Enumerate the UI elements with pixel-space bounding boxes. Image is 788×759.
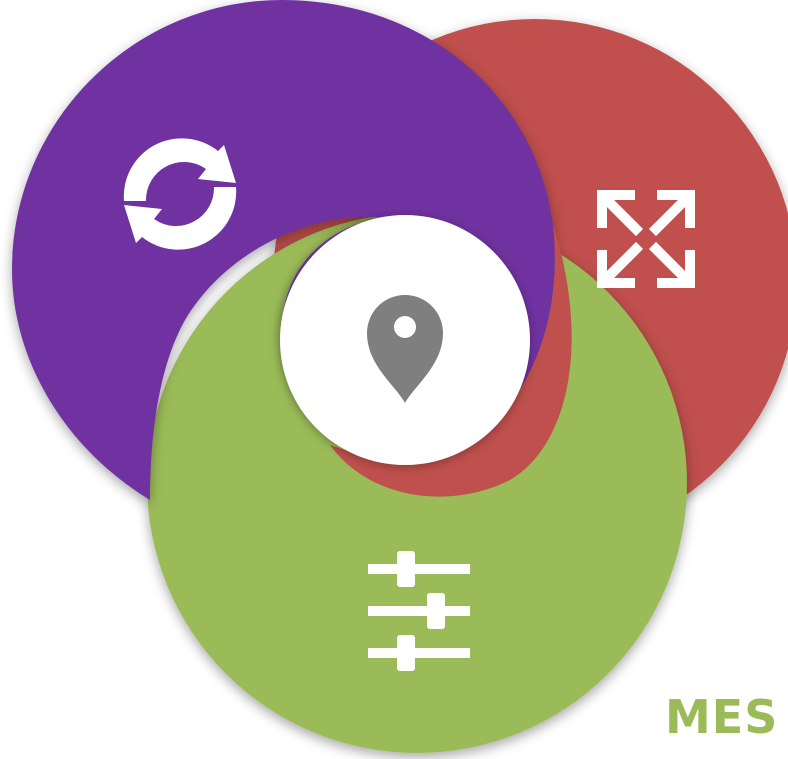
corner-title: MES [665,690,779,744]
expand-arrows-icon [597,190,695,288]
refresh-icon [123,138,237,250]
sliders-icon [368,551,470,671]
red-swirl [330,225,572,497]
map-pin-icon [367,295,443,403]
